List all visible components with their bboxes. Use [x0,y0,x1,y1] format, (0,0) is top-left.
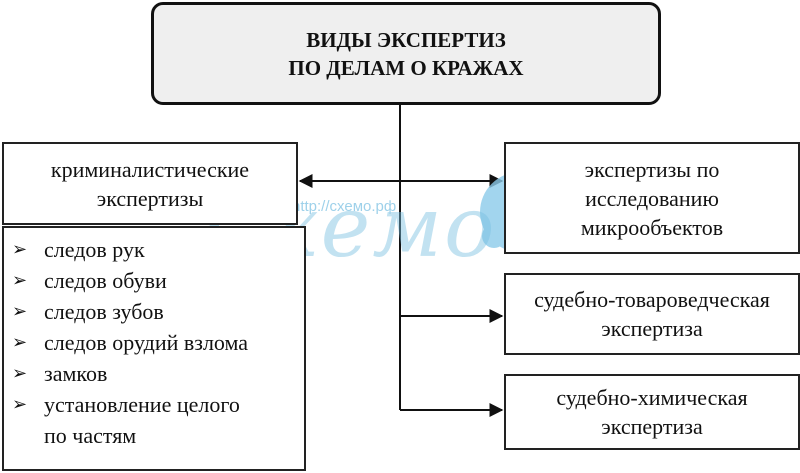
microobjects-node: экспертизы по исследованию микрообъектов [504,142,800,254]
microobjects-line-2: исследованию [585,185,719,211]
arrow-bullet-icon: ➢ [12,332,28,353]
title-line-2: ПО ДЕЛАМ О КРАЖАХ [288,55,524,80]
arrow-bullet-icon: ➢ [12,394,28,415]
arrow-bullet-icon: ➢ [12,363,28,384]
list-item-text: следов рук [44,237,145,262]
arrow-bullet-icon: ➢ [12,239,28,260]
list-item-text: установление целого по частям [44,392,240,448]
criminalistic-list: ➢ следов рук ➢ следов обуви ➢ следов зуб… [2,226,306,471]
diagram-title: ВИДЫ ЭКСПЕРТИЗ ПО ДЕЛАМ О КРАЖАХ [151,2,661,105]
list-item: ➢ замков [12,358,296,389]
goods-expertise-node: судебно-товароведческая экспертиза [504,273,800,355]
list-item-text: следов обуви [44,268,167,293]
goods-line-2: экспертиза [601,316,703,341]
microobjects-line-3: микрообъектов [580,214,724,240]
list-item: ➢ следов обуви [12,265,296,296]
list-item: ➢ следов рук [12,234,296,265]
chemical-line-2: экспертиза [601,414,703,439]
list-item-text: следов зубов [44,299,164,324]
watermark-url[interactable]: http://схемо.рф [292,198,397,215]
arrow-bullet-icon: ➢ [12,301,28,322]
goods-line-1: судебно-товароведческая [534,287,770,312]
criminalistic-line-2: экспертизы [96,185,204,211]
list-item: ➢ установление целого по частям [12,389,296,451]
chemical-line-1: судебно-химическая [556,385,748,410]
list-item-text: следов орудий взлома [44,330,249,355]
title-line-1: ВИДЫ ЭКСПЕРТИЗ [306,27,506,52]
list-item: ➢ следов зубов [12,296,296,327]
microobjects-line-1: экспертизы по [584,156,720,182]
criminalistic-node: криминалистические экспертизы [2,142,298,225]
chemical-expertise-node: судебно-химическая экспертиза [504,374,800,450]
list-item: ➢ следов орудий взлома [12,327,296,358]
criminalistic-line-1: криминалистические [50,156,250,182]
arrow-bullet-icon: ➢ [12,270,28,291]
list-item-text: замков [44,361,108,386]
